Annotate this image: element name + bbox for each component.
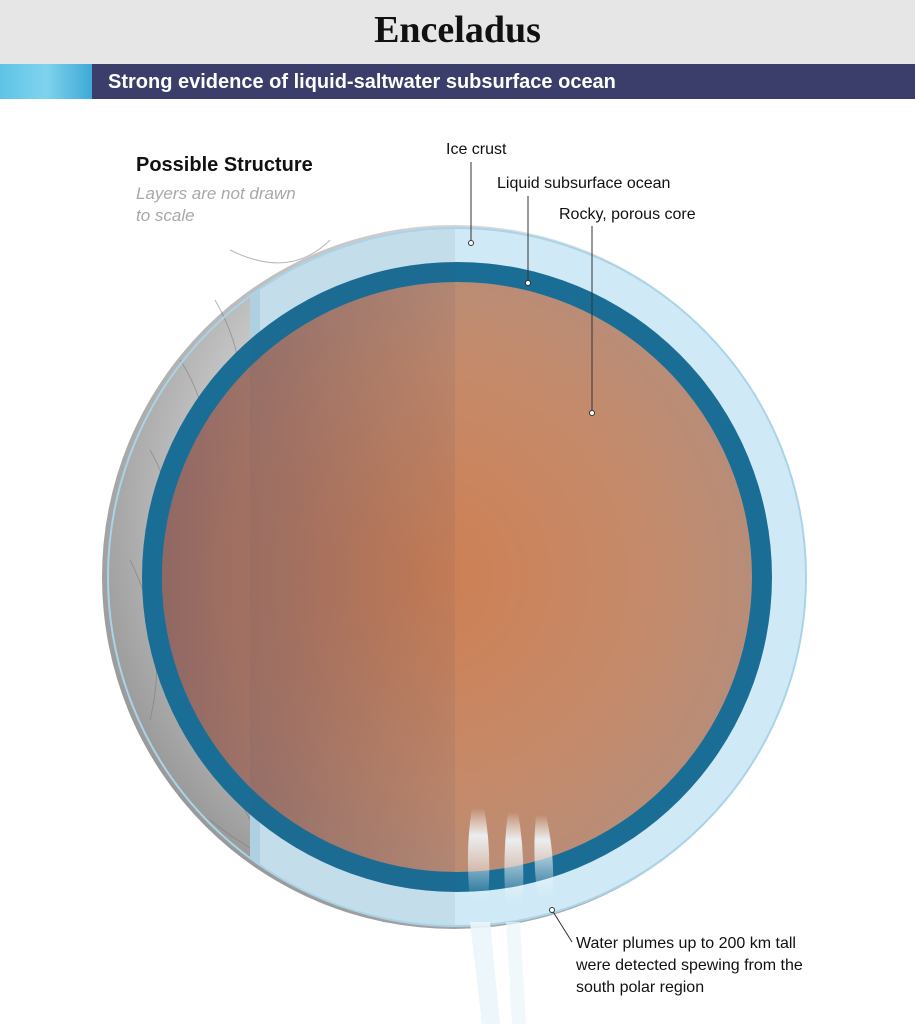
cutaway-layers: [142, 228, 806, 926]
plumes-label: Water plumes up to 200 km tall were dete…: [576, 935, 803, 996]
core-label: Rocky, porous core: [559, 206, 696, 223]
structure-heading: Possible Structure: [136, 154, 313, 176]
ice-crust-label: Ice crust: [446, 141, 507, 158]
title-band: [0, 0, 915, 64]
plume-leader: [551, 909, 573, 943]
page-subtitle: Strong evidence of liquid-saltwater subs…: [108, 71, 616, 93]
page-title: Enceladus: [374, 9, 541, 51]
subtitle-accent: [0, 64, 92, 99]
subtitle-band: [0, 64, 915, 99]
enceladus-cutaway-diagram: [102, 162, 807, 1024]
scale-note: Layers are not drawn to scale: [136, 184, 296, 225]
external-plumes: [470, 922, 526, 1024]
ocean-label: Liquid subsurface ocean: [497, 175, 671, 192]
